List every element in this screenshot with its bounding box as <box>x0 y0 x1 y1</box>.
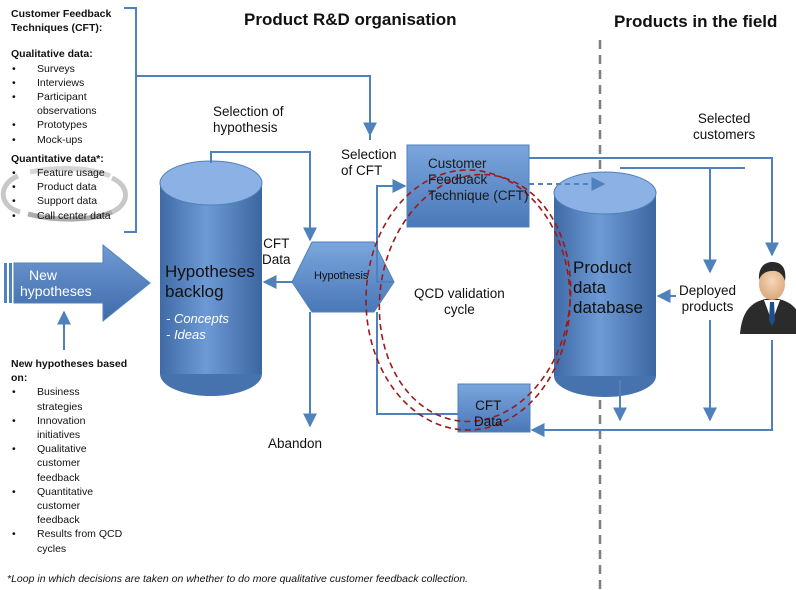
qual-list: Surveys Interviews Participant observati… <box>11 62 133 147</box>
cftdata-to-hypothesis-arrow <box>376 312 458 415</box>
list-item: Results from QCD cycles <box>11 527 161 555</box>
cft-box <box>406 144 530 228</box>
cft-sidebar: Customer Feedback Techniques (CFT): Qual… <box>11 7 133 223</box>
select-hypothesis-arrow <box>210 151 317 242</box>
list-item: Business strategies <box>11 385 161 413</box>
list-item: Mock-ups <box>11 133 133 147</box>
customer-icon <box>740 262 796 334</box>
footnote: *Loop in which decisions are taken on wh… <box>7 573 469 585</box>
list-item: Surveys <box>11 62 133 76</box>
new-hypotheses-shape <box>4 243 151 323</box>
qcd-loop <box>365 169 572 431</box>
deployed-products-label: Deployed products <box>679 283 737 315</box>
list-item: Participant <box>11 90 133 104</box>
new-list: Business strategies Innovation initiativ… <box>11 385 161 555</box>
qual-heading: Qualitative data: <box>11 48 93 61</box>
cft-data-label: CFT Data <box>262 236 291 267</box>
list-item: Support data <box>11 194 133 208</box>
backlog-cylinder <box>159 160 263 396</box>
field-title: Products in the field <box>614 12 778 31</box>
new-heading-line1: New hypotheses based <box>11 358 128 370</box>
backlog-title: Hypotheses backlog <box>165 262 255 301</box>
cft-data-box <box>457 383 531 433</box>
selected-customers-label: Selected customers <box>693 111 756 142</box>
qcd-cycle-label: QCD validation cycle <box>414 286 505 317</box>
cft-title-line2: Techniques (CFT): <box>11 22 103 35</box>
new-hypotheses-label: New hypotheses <box>20 267 92 299</box>
list-item: Interviews <box>11 76 133 90</box>
list-item: Prototypes <box>11 118 133 132</box>
customers-to-cftdata-arrow <box>530 340 773 437</box>
cft-title-line1: Customer Feedback <box>11 8 112 20</box>
list-item-cont: observations <box>37 105 97 118</box>
rnd-title: Product R&D organisation <box>244 10 457 29</box>
cft-box-text: Customer Feedback Technique (CFT) <box>428 156 529 203</box>
new-heading-line2: on: <box>11 372 28 385</box>
quant-heading: Quantitative data*: <box>11 152 104 165</box>
cft-bracket <box>124 7 137 233</box>
product-db-cylinder <box>553 171 657 397</box>
new-hypotheses-sidebar: New hypotheses based on: Business strate… <box>11 357 161 556</box>
product-db-text: Product data database <box>573 258 643 317</box>
backlog-items: - Concepts - Ideas <box>166 311 229 342</box>
list-item: Product data <box>11 180 133 194</box>
cft-data-box-text: CFT Data <box>474 398 503 429</box>
list-item: Innovation initiatives <box>11 414 161 442</box>
cft-to-customers-arrow <box>529 157 779 257</box>
abandon-label: Abandon <box>268 436 323 451</box>
hypothesis-label: Hypothesis <box>314 270 369 282</box>
list-item: Call center data <box>11 209 133 223</box>
selection-cft-label: Selection of CFT <box>341 147 397 178</box>
list-item: Feature usage <box>11 166 133 180</box>
selection-hypothesis-label: Selection of hypothesis <box>213 104 284 135</box>
cft-to-selection-line <box>136 75 377 137</box>
quant-list: Feature usage Product data Support data … <box>11 166 133 223</box>
list-item: Qualitative customer feedback <box>11 442 161 485</box>
hypothesis-to-cft-arrow <box>376 179 407 283</box>
list-item: Quantitative customer feedback <box>11 485 161 528</box>
